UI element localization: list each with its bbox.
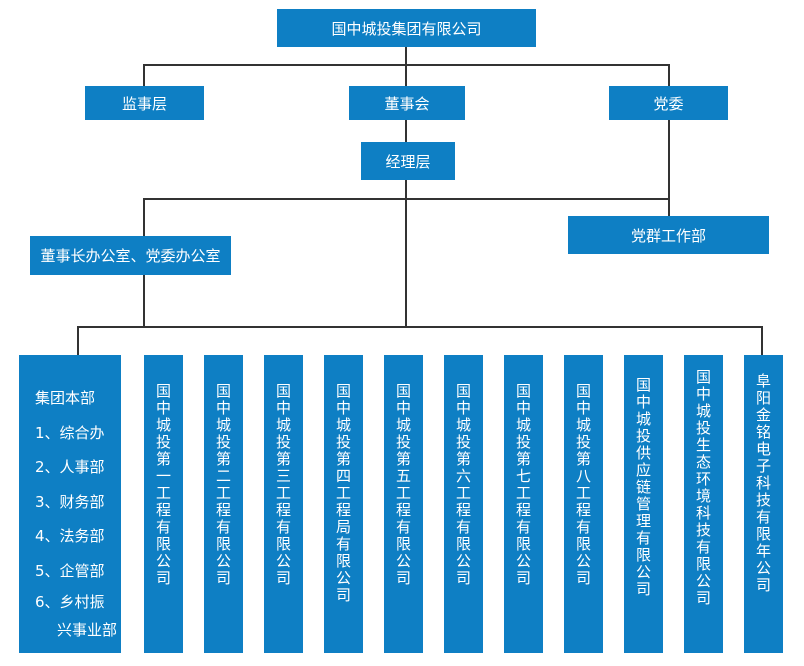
- subsidiary-box: 国中城投第三工程有限公司: [264, 355, 303, 653]
- subsidiary-box: 国中城投供应链管理有限公司: [624, 355, 663, 653]
- connector-line: [143, 64, 145, 86]
- subsidiary-box: 国中城投第一工程有限公司: [144, 355, 183, 653]
- office-box: 董事长办公室、党委办公室: [30, 236, 231, 275]
- subsidiary-box: 国中城投第二工程有限公司: [204, 355, 243, 653]
- subsidiary-box: 国中城投第七工程有限公司: [504, 355, 543, 653]
- management-box: 经理层: [361, 142, 455, 180]
- supervisory-box: 监事层: [85, 86, 204, 120]
- department-item: 兴事业部: [57, 621, 118, 639]
- connector-line: [405, 180, 407, 327]
- headquarters-title: 集团本部: [35, 389, 96, 407]
- party-committee-box: 党委: [609, 86, 728, 120]
- headquarters-box: 集团本部 1、综合办 2、人事部 3、财务部 4、法务部 5、企管部 6、乡村振…: [19, 355, 121, 653]
- subsidiary-box: 国中城投第六工程有限公司: [444, 355, 483, 653]
- connector-line: [77, 326, 79, 355]
- subsidiary-box: 国中城投第五工程有限公司: [384, 355, 423, 653]
- party-work-box: 党群工作部: [568, 216, 769, 254]
- connector-line: [668, 64, 670, 86]
- subsidiary-box: 国中城投第八工程有限公司: [564, 355, 603, 653]
- connector-line: [405, 64, 407, 86]
- department-item: 6、乡村振: [35, 593, 105, 611]
- board-box: 董事会: [349, 86, 465, 120]
- connector-line: [405, 120, 407, 142]
- connector-line: [668, 120, 670, 216]
- department-item: 2、人事部: [35, 458, 105, 476]
- connector-line: [143, 275, 145, 327]
- subsidiary-box: 国中城投第四工程局有限公司: [324, 355, 363, 653]
- connector-line: [405, 47, 407, 65]
- department-item: 5、企管部: [35, 561, 105, 580]
- department-item: 1、综合办: [35, 423, 105, 442]
- subsidiary-box: 阜阳金铭电子科技有限年公司: [744, 355, 783, 653]
- connector-line: [143, 198, 145, 236]
- connector-line: [77, 326, 763, 328]
- subsidiary-box: 国中城投生态环境科技有限公司: [684, 355, 723, 653]
- top-company-box: 国中城投集团有限公司: [277, 9, 536, 47]
- connector-line: [761, 326, 763, 355]
- connector-line: [143, 198, 670, 200]
- department-item: 3、财务部: [35, 492, 105, 511]
- department-item: 4、法务部: [35, 527, 105, 545]
